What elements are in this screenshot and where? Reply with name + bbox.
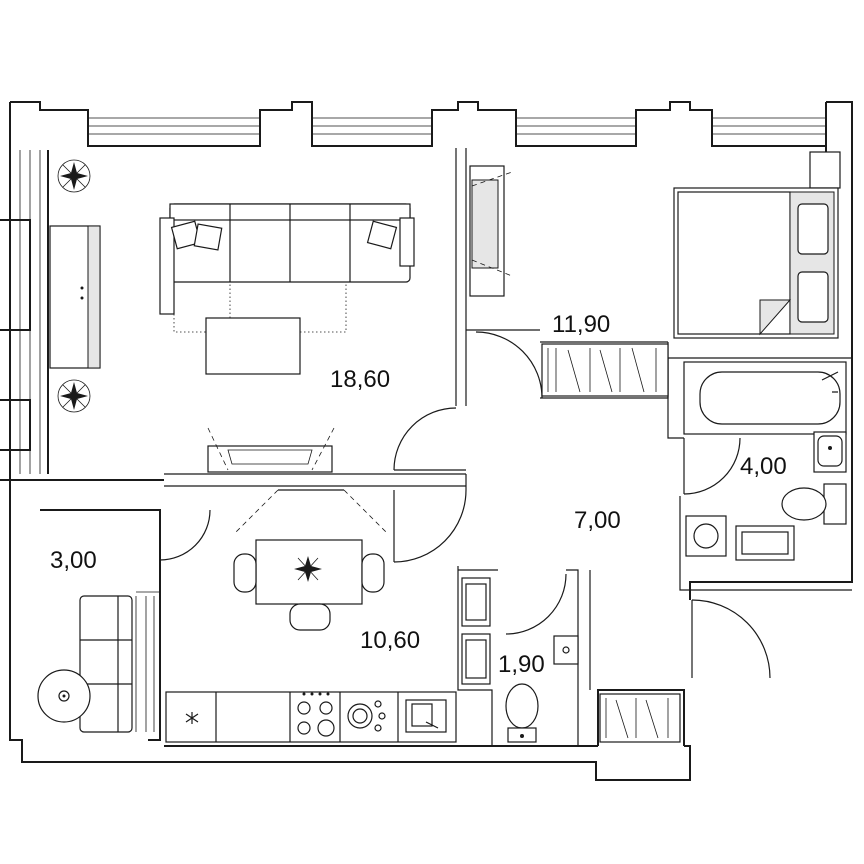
washing-machine xyxy=(685,515,727,557)
bedroom-furniture xyxy=(541,151,841,397)
bathroom-area: 4,00 xyxy=(740,453,787,480)
doors xyxy=(159,331,771,679)
fridge-icon xyxy=(185,712,199,724)
balcony-door-frame xyxy=(135,591,160,732)
balcony-furniture xyxy=(37,591,160,733)
bathroom-fixtures xyxy=(683,361,847,561)
sink xyxy=(813,431,847,473)
sofa xyxy=(159,203,415,333)
dish-rack xyxy=(347,700,386,732)
balcony-sofa xyxy=(79,595,133,733)
wardrobe xyxy=(469,165,513,297)
dryer xyxy=(735,525,795,561)
toilet xyxy=(781,483,847,525)
living-room-area: 18,60 xyxy=(330,366,390,393)
entry-wardrobe xyxy=(599,693,681,743)
plant-icon xyxy=(57,159,91,193)
bathtub xyxy=(683,361,847,435)
toilet-area: 1,90 xyxy=(498,651,545,678)
toilet-bowl xyxy=(505,683,539,743)
small-sink xyxy=(553,635,579,665)
plant-icon xyxy=(57,379,91,413)
living-room-furniture xyxy=(49,159,513,473)
area-labels: 18,60 11,90 4,00 7,00 3,00 10,60 1,90 xyxy=(50,311,787,678)
kitchen-area: 10,60 xyxy=(360,627,420,654)
interior-walls xyxy=(164,148,852,746)
closet xyxy=(541,343,669,397)
tv-console xyxy=(49,225,101,369)
balcony-area: 3,00 xyxy=(50,547,97,574)
round-table xyxy=(37,669,91,723)
outer-walls xyxy=(0,101,853,781)
bed xyxy=(673,187,839,339)
stove xyxy=(297,692,335,737)
hallway-area: 7,00 xyxy=(574,507,621,534)
tv-stand xyxy=(207,427,335,473)
bedroom-area: 11,90 xyxy=(552,311,610,338)
kitchen-furniture xyxy=(165,489,457,743)
coffee-table xyxy=(205,317,301,375)
dining-table xyxy=(233,539,385,631)
kitchen-sink xyxy=(405,699,447,733)
toilet-room-fixtures xyxy=(461,577,579,743)
